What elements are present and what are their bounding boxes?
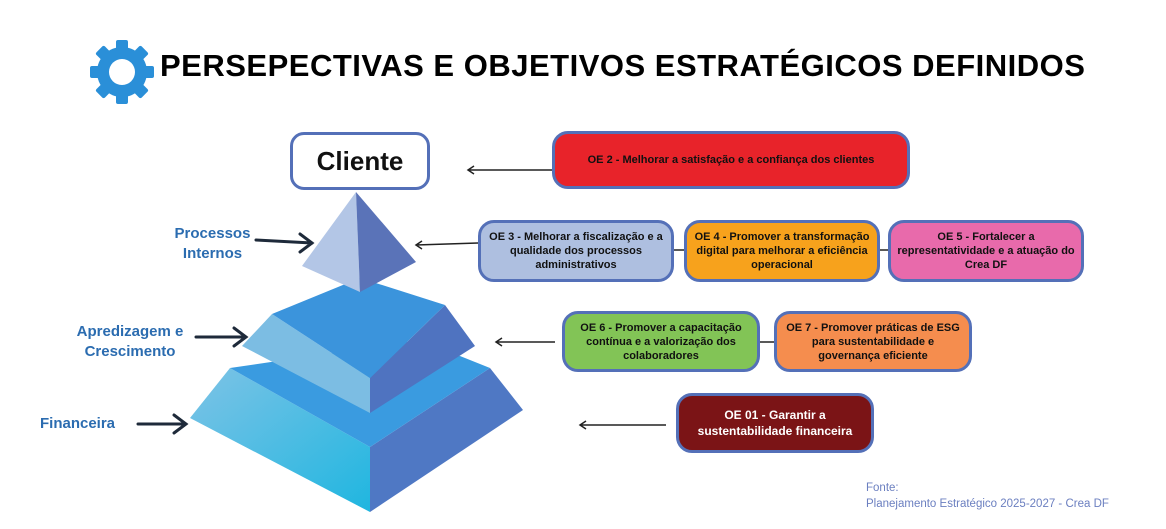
perspective-aprendizagem-label: Apredizagem e Crescimento [76,323,184,360]
objective-oe7: OE 7 - Promover práticas de ESG para sus… [774,311,972,372]
pyramid-tier-aprendizagem [242,278,475,413]
gear-icon [90,40,154,104]
objective-oe1: OE 01 - Garantir a sustentabilidade fina… [676,393,874,453]
source-label: Fonte: [866,482,899,494]
source-note: Fonte: Planejamento Estratégico 2025-202… [866,480,1109,512]
objective-oe2: OE 2 - Melhorar a satisfação e a confian… [552,131,910,189]
page-title: PERSEPECTIVAS E OBJETIVOS ESTRATÉGICOS D… [160,48,1086,83]
objective-oe4: OE 4 - Promover a transformação digital … [684,220,880,282]
objective-oe5: OE 5 - Fortalecer a representatividade e… [888,220,1084,282]
pyramid-tier-processos [302,192,416,292]
perspective-financeira-label: Financeira [40,415,116,432]
objective-oe6: OE 6 - Promover a capacitação contínua e… [562,311,760,372]
perspective-arrows [136,232,315,435]
perspective-cliente: Cliente [290,132,430,190]
perspective-processos-label: Processos Internos [174,225,251,262]
source-text: Planejamento Estratégico 2025-2027 - Cre… [866,498,1109,510]
objective-oe3: OE 3 - Melhorar a fiscalização e a quali… [478,220,674,282]
